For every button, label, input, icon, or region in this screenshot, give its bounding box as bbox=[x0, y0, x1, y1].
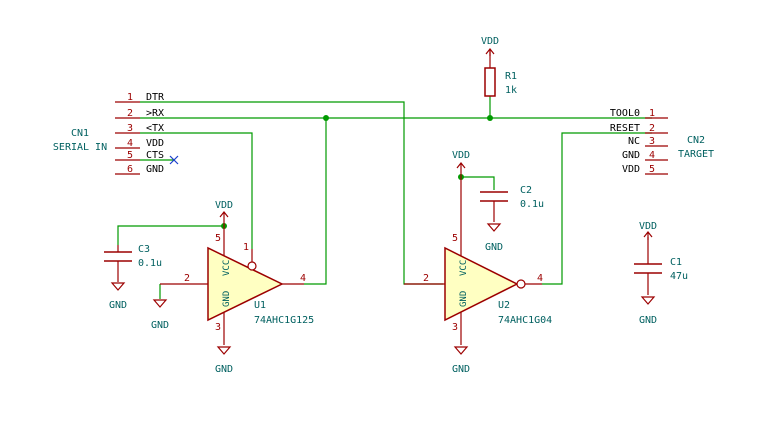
u2-pin-out: 4 bbox=[537, 273, 543, 284]
no-connect-marker bbox=[169, 155, 179, 165]
cn1-pin-name: >RX bbox=[146, 108, 164, 119]
cn2-pin-name: GND bbox=[622, 150, 640, 161]
r1-value: 1k bbox=[505, 85, 517, 96]
vdd-symbol: VDD bbox=[639, 221, 657, 240]
u1-gnd-label: GND bbox=[222, 291, 232, 307]
gnd-label: GND bbox=[485, 242, 503, 253]
cn1-pin-name: CTS bbox=[146, 150, 164, 161]
wire-u2-out bbox=[542, 132, 652, 285]
vdd-symbol: VDD bbox=[215, 200, 233, 226]
cn1-pin-num: 6 bbox=[127, 164, 133, 175]
cn1-pin-num: 3 bbox=[127, 123, 133, 134]
u1-pin-oe: 1 bbox=[243, 242, 249, 253]
gnd-symbol: GND bbox=[485, 223, 503, 253]
u1-pin-out: 4 bbox=[300, 273, 306, 284]
u2-gnd-label: GND bbox=[459, 291, 469, 307]
resistor-r1[interactable]: R1 1k bbox=[484, 50, 517, 97]
gnd-label: GND bbox=[151, 320, 169, 331]
cn2-ref: CN2 bbox=[687, 135, 705, 146]
cn1-pin-name: VDD bbox=[146, 138, 164, 149]
c3-value: 0.1u bbox=[138, 258, 162, 269]
r1-ref: R1 bbox=[505, 71, 517, 82]
u2-pin-vcc: 5 bbox=[452, 233, 458, 244]
u1-pin-gnd: 3 bbox=[215, 322, 221, 333]
junction-dot bbox=[323, 115, 329, 121]
gnd-symbol: GND bbox=[215, 346, 233, 375]
junction-dot bbox=[487, 115, 493, 121]
cn2-pin-name: VDD bbox=[622, 164, 640, 175]
gnd-label: GND bbox=[215, 364, 233, 375]
gnd-label: GND bbox=[452, 364, 470, 375]
connector-cn1[interactable]: 1 2 3 4 5 6 DTR >RX <TX VDD CTS GND CN1 … bbox=[53, 92, 165, 175]
capacitor-c1[interactable]: C1 47u bbox=[634, 237, 688, 295]
cn1-pin-num: 5 bbox=[127, 150, 133, 161]
connector-cn2[interactable]: 1 2 3 4 5 TOOL0 RESET NC GND VDD CN2 TAR… bbox=[610, 108, 714, 175]
gnd-symbol: GND bbox=[639, 296, 657, 326]
u1-ref: U1 bbox=[254, 300, 266, 311]
cn2-pin-num: 2 bbox=[649, 123, 655, 134]
wire-tx-oe bbox=[140, 132, 253, 249]
capacitor-c3[interactable]: C3 0.1u bbox=[104, 244, 162, 282]
u2-vcc-label: VCC bbox=[459, 260, 469, 276]
cn2-pin-name: RESET bbox=[610, 123, 640, 134]
cn2-pin-num: 5 bbox=[649, 164, 655, 175]
vdd-symbol: VDD bbox=[452, 150, 470, 177]
cn1-pin-name: DTR bbox=[146, 92, 165, 103]
gnd-symbol: GND bbox=[109, 282, 127, 311]
u1-vcc-label: VCC bbox=[222, 260, 232, 276]
c1-ref: C1 bbox=[670, 257, 682, 268]
cn2-pin-name: TOOL0 bbox=[610, 108, 640, 119]
vdd-symbol: VDD bbox=[481, 36, 499, 56]
wire-c2-vcc bbox=[461, 176, 495, 190]
gnd-label: GND bbox=[639, 315, 657, 326]
cn2-pin-name: NC bbox=[628, 136, 640, 147]
cn1-ref: CN1 bbox=[71, 128, 89, 139]
inverter-u2[interactable]: 2 4 5 3 VCC GND U2 74AHC1G04 bbox=[404, 177, 552, 345]
c2-ref: C2 bbox=[520, 185, 532, 196]
gnd-label: GND bbox=[109, 300, 127, 311]
cn1-value: SERIAL IN bbox=[53, 142, 107, 153]
wire-u1-out bbox=[304, 118, 327, 285]
cn2-pin-num: 1 bbox=[649, 108, 655, 119]
u2-pin-in: 2 bbox=[423, 273, 429, 284]
vdd-label: VDD bbox=[452, 150, 470, 161]
cn1-pin-name: <TX bbox=[146, 123, 164, 134]
vdd-label: VDD bbox=[481, 36, 499, 47]
cn1-pin-num: 2 bbox=[127, 108, 133, 119]
gnd-symbol: GND bbox=[452, 346, 470, 375]
u2-ref: U2 bbox=[498, 300, 510, 311]
cn1-pin-name: GND bbox=[146, 164, 164, 175]
u1-value: 74AHC1G125 bbox=[254, 315, 314, 326]
cn1-pin-num: 1 bbox=[127, 92, 133, 103]
gnd-symbol: GND bbox=[151, 299, 169, 331]
capacitor-c2[interactable]: C2 0.1u bbox=[480, 185, 544, 222]
cn1-pin-num: 4 bbox=[127, 138, 133, 149]
buffer-u1[interactable]: 2 4 1 5 3 VCC GND U1 74AHC1G125 bbox=[160, 226, 314, 345]
c3-ref: C3 bbox=[138, 244, 150, 255]
u2-value: 74AHC1G04 bbox=[498, 315, 552, 326]
u1-pin-vcc: 5 bbox=[215, 233, 221, 244]
cn2-pin-num: 3 bbox=[649, 136, 655, 147]
vdd-label: VDD bbox=[639, 221, 657, 232]
vdd-label: VDD bbox=[215, 200, 233, 211]
c1-value: 47u bbox=[670, 271, 688, 282]
wire-c3-vcc bbox=[117, 225, 224, 245]
c2-value: 0.1u bbox=[520, 199, 544, 210]
cn2-pin-num: 4 bbox=[649, 150, 655, 161]
cn2-value: TARGET bbox=[678, 149, 714, 160]
u2-pin-gnd: 3 bbox=[452, 322, 458, 333]
wires bbox=[117, 96, 652, 299]
wire-dtr bbox=[140, 101, 443, 285]
u1-pin-in: 2 bbox=[184, 273, 190, 284]
junctions bbox=[221, 115, 493, 229]
